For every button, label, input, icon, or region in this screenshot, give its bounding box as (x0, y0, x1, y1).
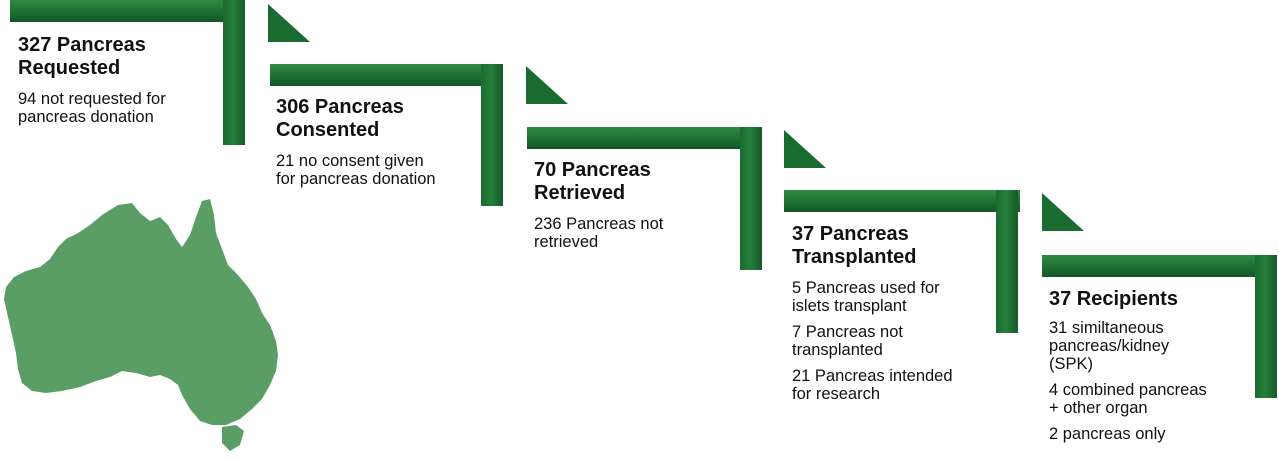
step-notes: 21 no consent given for pancreas donatio… (276, 152, 436, 196)
step-bar-top (1042, 255, 1277, 277)
australia-map-icon (4, 199, 278, 451)
step-notes: 5 Pancreas used for islets transplant 7 … (792, 279, 992, 411)
triangle-arrow-icon (526, 66, 568, 104)
step-bar-top (270, 64, 503, 86)
step-recipients: 37 Recipients 31 similtaneous pancreas/k… (1042, 255, 1277, 443)
step-retrieved: 70 Pancreas Retrieved 236 Pancreas not r… (527, 127, 762, 270)
step-bar-right (223, 0, 245, 145)
step-title: 37 Pancreas Transplanted (792, 223, 917, 268)
step-transplanted: 37 Pancreas Transplanted 5 Pancreas used… (784, 190, 1020, 403)
step-note: 21 no consent given for pancreas donatio… (276, 152, 436, 188)
step-title: 70 Pancreas Retrieved (534, 159, 651, 204)
step-note: 236 Pancreas not retrieved (534, 215, 664, 251)
step-title: 37 Recipients (1049, 288, 1178, 310)
step-bar-top (10, 0, 245, 22)
step-notes: 94 not requested for pancreas donation (18, 90, 166, 134)
step-note: 21 Pancreas intended for research (792, 367, 953, 403)
step-notes: 31 similtaneous pancreas/kidney (SPK) 4 … (1049, 319, 1254, 451)
step-note: 5 Pancreas used for islets transplant (792, 279, 940, 315)
step-note: 94 not requested for pancreas donation (18, 90, 166, 126)
step-note: 7 Pancreas not transplanted (792, 323, 903, 359)
step-consented: 306 Pancreas Consented 21 no consent giv… (270, 64, 503, 206)
triangle-arrow-icon (1042, 193, 1084, 231)
step-bar-right (740, 127, 762, 270)
step-bar-right (481, 64, 503, 206)
step-requested: 327 Pancreas Requested 94 not requested … (10, 0, 245, 145)
step-bar-top (527, 127, 762, 149)
step-note: 2 pancreas only (1049, 425, 1166, 443)
triangle-arrow-icon (268, 4, 310, 42)
step-note: 4 combined pancreas + other organ (1049, 381, 1207, 417)
step-note: 31 similtaneous pancreas/kidney (SPK) (1049, 319, 1170, 373)
step-title: 327 Pancreas Requested (18, 34, 146, 79)
step-bar-right (1255, 255, 1277, 398)
step-bar-right (996, 190, 1018, 333)
step-title: 306 Pancreas Consented (276, 96, 404, 141)
step-notes: 236 Pancreas not retrieved (534, 215, 663, 259)
triangle-arrow-icon (784, 130, 826, 168)
step-bar-top (784, 190, 1020, 212)
